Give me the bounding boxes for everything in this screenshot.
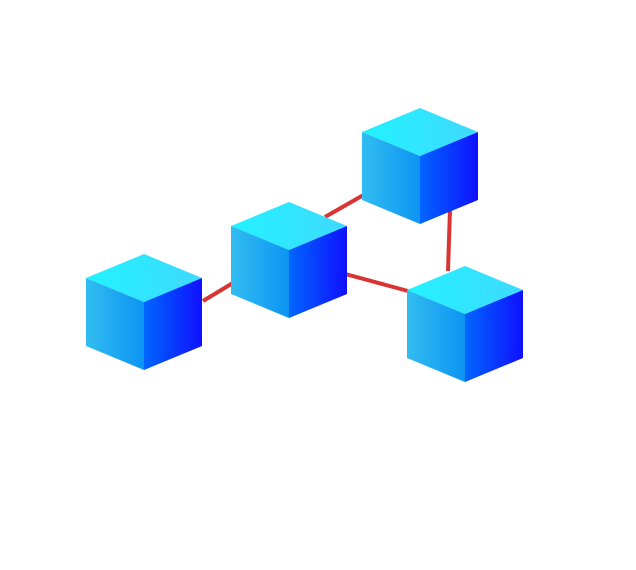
cube-top-right-right-face — [420, 132, 478, 224]
cube-left-left-face — [86, 278, 144, 370]
cube-center-left-face — [231, 226, 289, 318]
cube-layer — [86, 108, 523, 382]
cube-top-right — [362, 108, 478, 224]
cube-bottom-right-right-face — [465, 290, 523, 382]
cube-bottom-right — [407, 266, 523, 382]
cube-left-right-face — [144, 278, 202, 370]
cube-center-right-face — [289, 226, 347, 318]
cube-center — [231, 202, 347, 318]
cube-left — [86, 254, 202, 370]
cube-bottom-right-left-face — [407, 290, 465, 382]
cube-top-right-left-face — [362, 132, 420, 224]
